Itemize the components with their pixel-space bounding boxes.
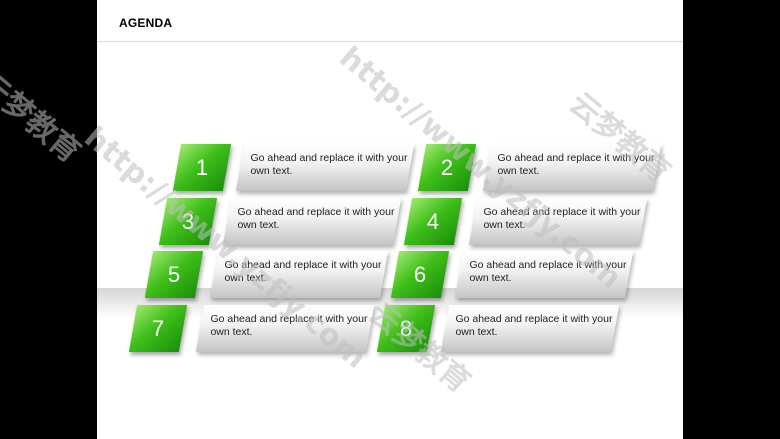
- agenda-text-box-5[interactable]: Go ahead and replace it with your own te…: [209, 251, 389, 298]
- agenda-number-2[interactable]: 2: [417, 144, 477, 191]
- watermark-brand: 云梦教育: [0, 66, 87, 171]
- agenda-number-label: 5: [167, 262, 181, 287]
- agenda-text: Go ahead and replace it with your own te…: [210, 313, 368, 338]
- agenda-text-box-1[interactable]: Go ahead and replace it with your own te…: [235, 144, 415, 191]
- agenda-number-label: 4: [426, 209, 440, 234]
- agenda-number-label: 3: [181, 209, 195, 234]
- slide: AGENDA 1 Go ahead and replace it with yo…: [97, 0, 683, 439]
- agenda-text-box-2[interactable]: Go ahead and replace it with your own te…: [482, 144, 662, 191]
- agenda-number-label: 2: [440, 155, 454, 180]
- agenda-text-box-8[interactable]: Go ahead and replace it with your own te…: [440, 305, 620, 352]
- agenda-number-label: 6: [413, 262, 427, 287]
- title-bar: AGENDA: [97, 0, 683, 42]
- agenda-text: Go ahead and replace it with your own te…: [455, 313, 613, 338]
- agenda-number-5[interactable]: 5: [144, 251, 204, 298]
- agenda-text: Go ahead and replace it with your own te…: [469, 259, 627, 284]
- agenda-number-7[interactable]: 7: [128, 305, 188, 352]
- agenda-text: Go ahead and replace it with your own te…: [497, 152, 655, 177]
- agenda-number-label: 1: [195, 155, 209, 180]
- agenda-number-8[interactable]: 8: [376, 305, 436, 352]
- slide-title: AGENDA: [119, 16, 173, 30]
- agenda-text: Go ahead and replace it with your own te…: [250, 152, 408, 177]
- agenda-text-box-3[interactable]: Go ahead and replace it with your own te…: [222, 198, 402, 245]
- agenda-text: Go ahead and replace it with your own te…: [224, 259, 382, 284]
- agenda-text: Go ahead and replace it with your own te…: [237, 206, 395, 231]
- agenda-number-label: 7: [151, 316, 165, 341]
- agenda-number-4[interactable]: 4: [403, 198, 463, 245]
- agenda-number-1[interactable]: 1: [172, 144, 232, 191]
- agenda-number-6[interactable]: 6: [390, 251, 450, 298]
- agenda-text: Go ahead and replace it with your own te…: [483, 206, 641, 231]
- agenda-number-label: 8: [399, 316, 413, 341]
- agenda-number-3[interactable]: 3: [158, 198, 218, 245]
- agenda-text-box-6[interactable]: Go ahead and replace it with your own te…: [454, 251, 634, 298]
- agenda-text-box-7[interactable]: Go ahead and replace it with your own te…: [195, 305, 375, 352]
- agenda-text-box-4[interactable]: Go ahead and replace it with your own te…: [468, 198, 648, 245]
